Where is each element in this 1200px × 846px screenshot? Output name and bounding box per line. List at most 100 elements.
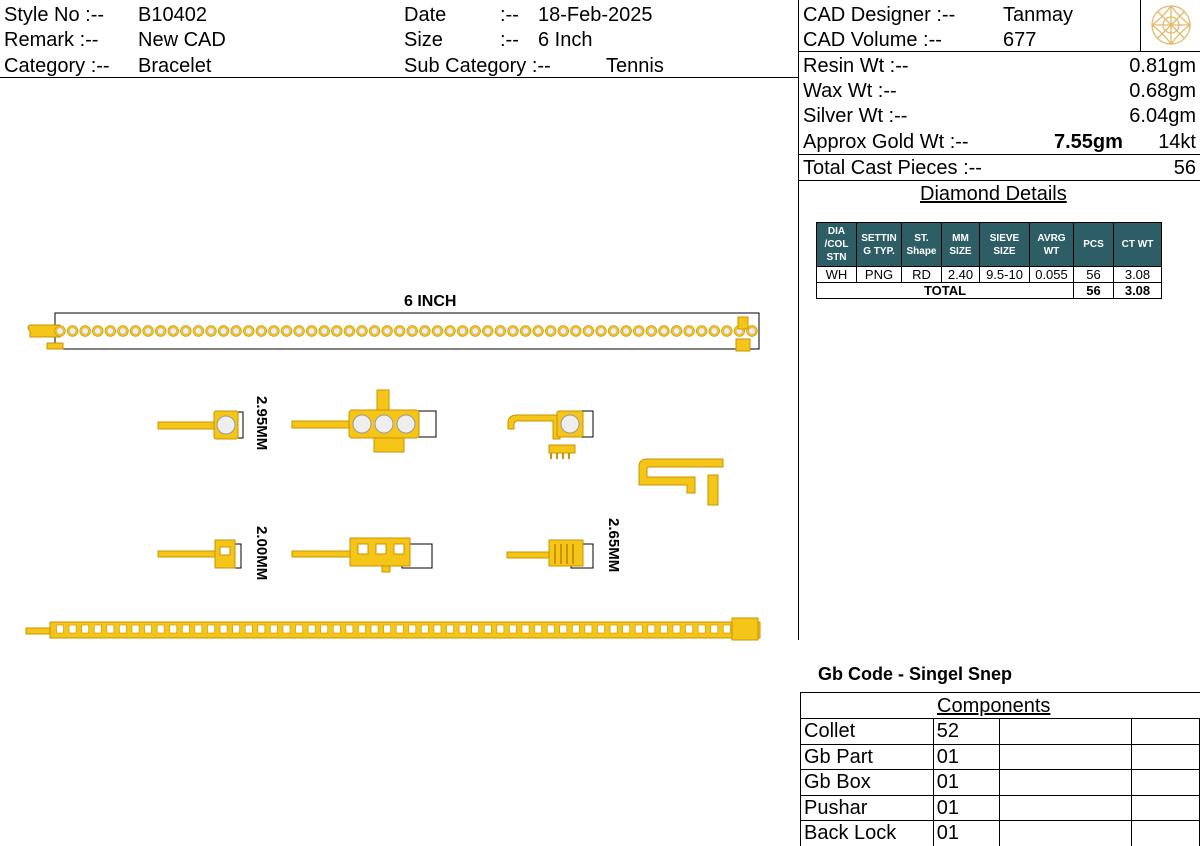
silver-wt-value: 6.04gm xyxy=(1129,105,1196,127)
size-label: Size xyxy=(404,29,443,51)
stone xyxy=(295,327,303,335)
total-label: TOTAL xyxy=(816,282,1074,299)
collet-side xyxy=(144,624,152,634)
resin-wt-label: Resin Wt :-- xyxy=(803,55,909,77)
stone xyxy=(534,327,542,335)
collet-side xyxy=(609,624,618,634)
stone xyxy=(182,327,190,335)
stone xyxy=(106,327,114,335)
stone xyxy=(421,327,429,335)
collet-side xyxy=(56,624,64,634)
remark-value: New CAD xyxy=(138,29,226,51)
length-label: 6 INCH xyxy=(404,293,457,310)
gb-code-label: Gb Code - Singel Snep xyxy=(818,664,1013,684)
remark-label: Remark :-- xyxy=(4,29,99,51)
date-sep: :-- xyxy=(500,4,519,26)
collet-side xyxy=(634,624,643,634)
subcategory-value: Tennis xyxy=(606,55,664,77)
stone xyxy=(559,327,567,335)
gold-wt-value: 7.55gm xyxy=(1054,131,1123,153)
stone xyxy=(371,327,378,335)
component-blank xyxy=(998,743,1133,770)
stone xyxy=(157,327,165,335)
collet-side xyxy=(647,624,656,634)
cast-rule xyxy=(798,154,1200,155)
component-blank xyxy=(998,769,1133,796)
cast-pieces-value: 56 xyxy=(1173,157,1196,179)
collet-side xyxy=(572,624,580,634)
stone xyxy=(69,327,77,335)
clasp-tab xyxy=(46,342,64,350)
cad-designer-value: Tanmay xyxy=(1003,4,1074,26)
component-name: Gb Box xyxy=(800,769,934,796)
cad-box-rule xyxy=(798,51,1200,52)
bracelet-side-view xyxy=(25,617,761,641)
collet-side xyxy=(93,624,102,634)
three-collet-side-view xyxy=(291,537,433,573)
component-name: Gb Part xyxy=(800,743,934,770)
stone xyxy=(446,327,454,335)
single-collet-side-view xyxy=(157,539,242,569)
cell-setting: PNG xyxy=(856,266,902,283)
collet-side xyxy=(521,624,530,634)
cell-avg: 0.055 xyxy=(1029,266,1074,283)
cell-ct: 3.08 xyxy=(1113,266,1162,283)
single-stone-top-view xyxy=(157,410,244,440)
stone xyxy=(597,327,605,335)
dim-2-65mm: 2.65MM xyxy=(605,518,622,573)
collet-side xyxy=(295,624,303,634)
resin-wt-value: 0.81gm xyxy=(1129,55,1196,77)
stone xyxy=(584,327,592,335)
bracelet-top-view xyxy=(27,312,760,352)
collet-side xyxy=(182,624,190,634)
stone xyxy=(257,327,265,335)
collet-side xyxy=(672,624,681,634)
total-pcs: 56 xyxy=(1073,282,1114,299)
component-blank xyxy=(1131,743,1200,770)
stone xyxy=(232,327,240,335)
stone xyxy=(710,327,718,335)
stone xyxy=(358,327,366,335)
stone xyxy=(320,327,328,335)
size-value: 6 Inch xyxy=(538,29,593,51)
collet-side xyxy=(408,624,417,634)
cell-dia: WH xyxy=(816,266,857,283)
stone xyxy=(723,327,731,335)
weights-bottom-rule xyxy=(798,180,1200,181)
collet-side xyxy=(383,624,391,634)
diamond-details-title: Diamond Details xyxy=(920,183,1067,205)
stone xyxy=(647,327,655,335)
collet-side xyxy=(509,624,517,634)
collet-side xyxy=(106,624,115,634)
collet-side xyxy=(685,624,693,634)
dim-2-00mm: 2.00MM xyxy=(253,526,270,581)
stone xyxy=(484,327,492,335)
collet-side xyxy=(546,624,555,634)
collet-side xyxy=(395,624,404,634)
collet-side xyxy=(697,624,706,634)
stone xyxy=(522,327,529,335)
component-qty: 01 xyxy=(932,794,1000,821)
collet-side xyxy=(584,624,593,634)
collet-side xyxy=(534,624,542,634)
component-blank xyxy=(998,820,1133,846)
stone xyxy=(144,327,152,335)
stone xyxy=(748,327,756,335)
stone xyxy=(673,327,680,335)
stone xyxy=(434,327,441,335)
collet-side xyxy=(332,624,341,634)
cad-designer-label: CAD Designer :-- xyxy=(803,4,956,26)
date-value: 18-Feb-2025 xyxy=(538,4,653,26)
collet-side xyxy=(496,624,505,634)
stone xyxy=(220,327,228,335)
stone xyxy=(496,327,504,335)
stone xyxy=(635,327,643,335)
collet-side xyxy=(244,624,253,634)
collet-side xyxy=(257,624,266,634)
category-label: Category :-- xyxy=(4,55,110,77)
stone xyxy=(119,327,127,335)
box-lock-bottom xyxy=(735,338,751,352)
